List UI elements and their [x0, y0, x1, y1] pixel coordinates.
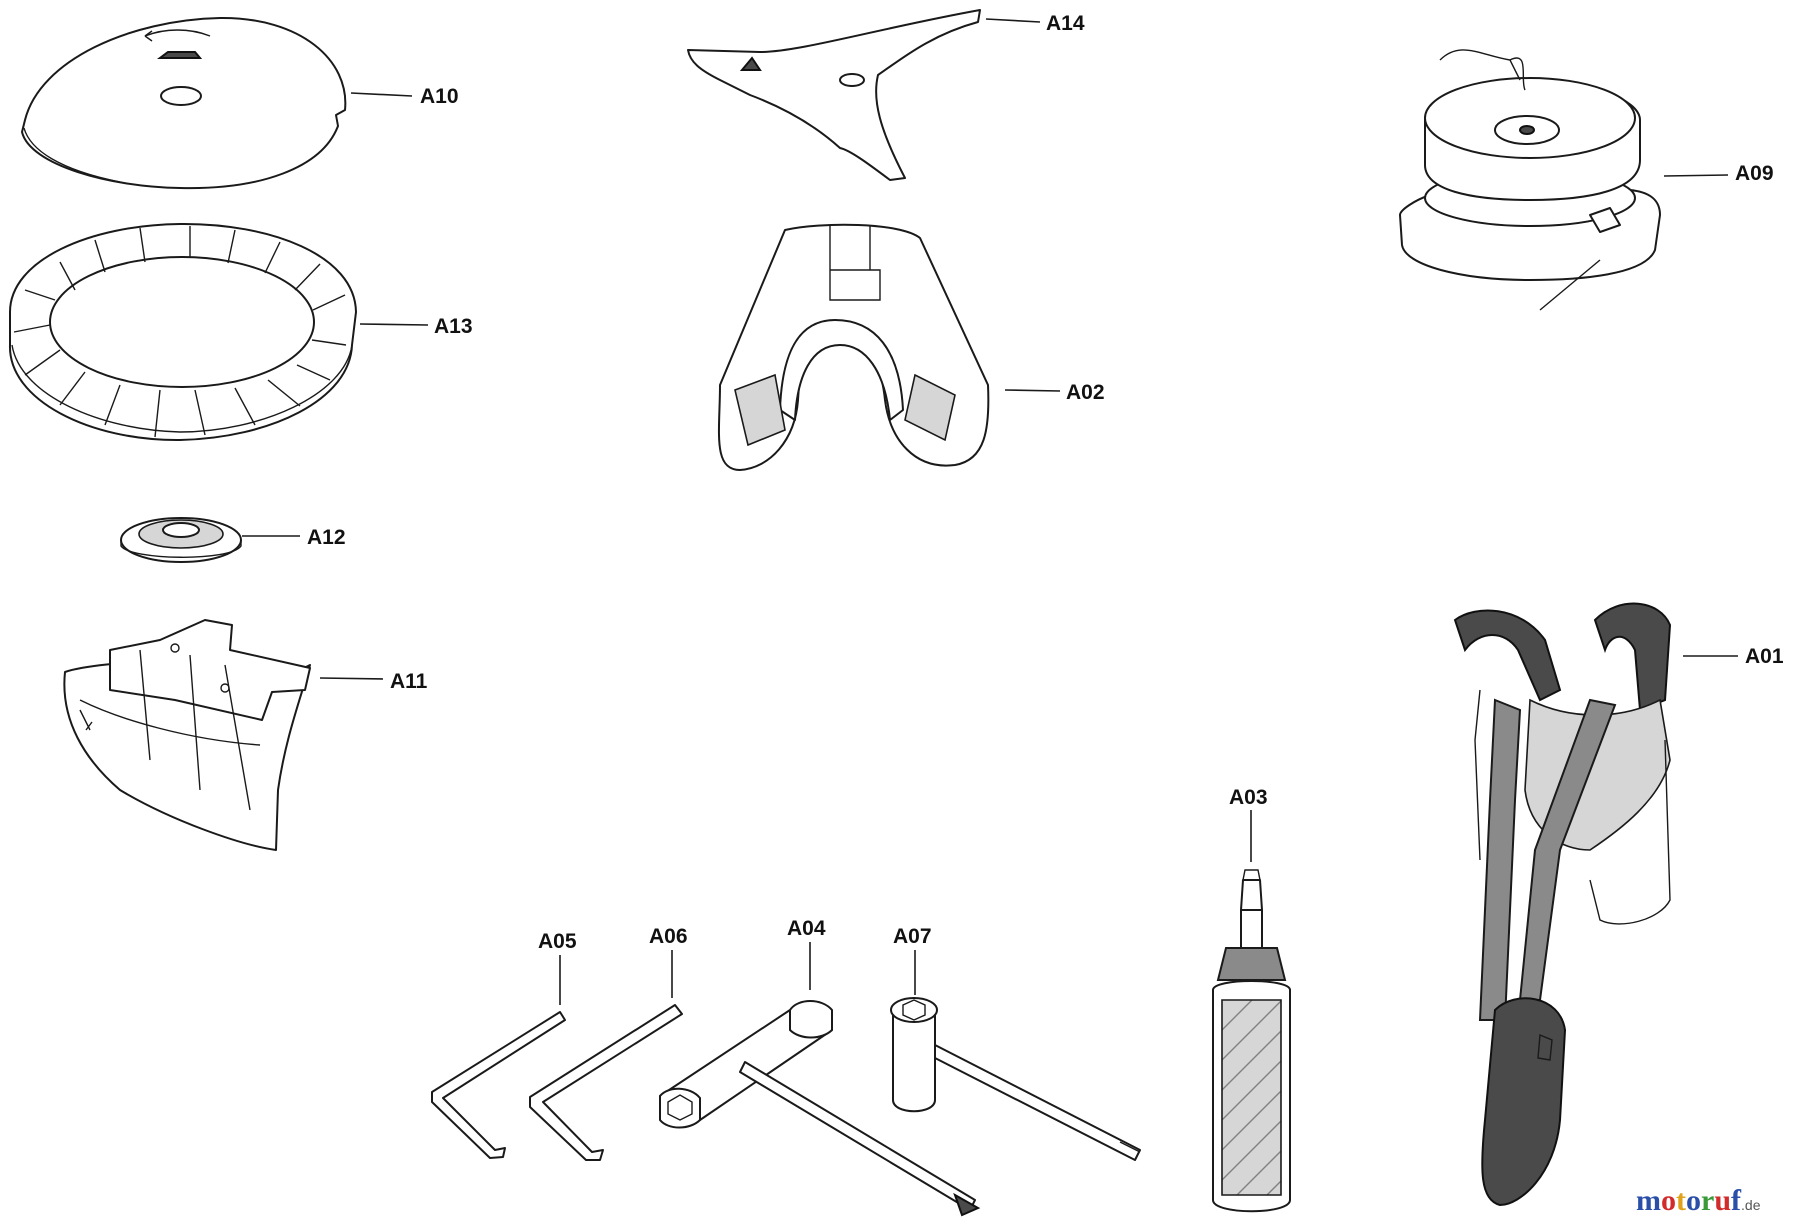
label-a02: A02 [1066, 381, 1105, 404]
guide-plate [717, 223, 990, 471]
hex-key-large [529, 1004, 683, 1161]
watermark-suffix: .de [1741, 1197, 1761, 1213]
label-a04: A04 [787, 917, 826, 940]
label-a07: A07 [893, 925, 932, 948]
label-a13: A13 [434, 315, 473, 338]
watermark-letter: m [1636, 1184, 1661, 1217]
label-a05: A05 [538, 930, 577, 953]
label-a09: A09 [1735, 162, 1774, 185]
blade-guard [63, 619, 311, 851]
watermark-letter: u [1714, 1184, 1731, 1217]
leader-a13 [359, 323, 429, 326]
label-a12: A12 [307, 526, 346, 549]
label-a10: A10 [420, 85, 459, 108]
watermark-letter: t [1676, 1184, 1686, 1217]
shoulder-harness [1453, 602, 1672, 1207]
segmented-ring [8, 222, 357, 442]
combination-spanner [659, 1000, 981, 1217]
socket-wrench [890, 997, 1141, 1161]
watermark-letter: o [1686, 1184, 1701, 1217]
leader-a14 [985, 18, 1041, 23]
label-a01: A01 [1745, 645, 1784, 668]
trimmer-head [1399, 49, 1661, 311]
label-a03: A03 [1229, 786, 1268, 809]
leader-a02 [1004, 389, 1061, 392]
leader-a09 [1663, 174, 1729, 177]
oil-bottle [1212, 869, 1291, 1213]
saw-blade-disc [21, 16, 347, 190]
three-tooth-blade [687, 9, 981, 181]
svg-text:motoruf.de: motoruf.de [1636, 1184, 1761, 1217]
watermark-letter: o [1661, 1184, 1676, 1217]
label-a06: A06 [649, 925, 688, 948]
label-a11: A11 [390, 670, 428, 693]
watermark-letter: f [1731, 1184, 1742, 1217]
label-a14: A14 [1046, 12, 1085, 35]
thrust-washer [120, 517, 242, 563]
hex-key-small [431, 1011, 566, 1159]
watermark-letter: r [1701, 1184, 1714, 1217]
leader-a11 [319, 677, 384, 680]
leader-a10 [350, 92, 413, 97]
watermark-logo: motoruf.de [1636, 1184, 1761, 1217]
